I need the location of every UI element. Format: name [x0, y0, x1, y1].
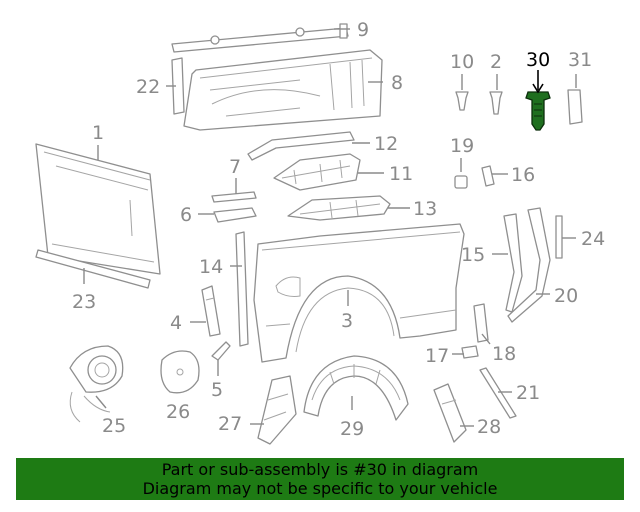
part-8-front-panel	[183, 49, 383, 131]
callout-10: 10	[450, 51, 474, 73]
part-18-bracket	[473, 303, 491, 345]
callout-12: 12	[374, 133, 398, 155]
callout-26: 26	[166, 401, 190, 423]
callout-18: 18	[492, 343, 516, 365]
part-13-wheelhouse-brace	[287, 195, 410, 221]
part-15-pillar	[492, 213, 523, 313]
callout-5: 5	[211, 379, 223, 401]
part-29-wheelhouse-liner	[303, 355, 409, 421]
callout-8: 8	[391, 72, 403, 94]
callout-3: 3	[341, 310, 353, 332]
callout-2: 2	[490, 51, 502, 73]
callout-16: 16	[511, 164, 535, 186]
part-19-plug	[454, 158, 468, 189]
callout-29: 29	[340, 418, 364, 440]
callout-27: 27	[218, 413, 242, 435]
part-3-box-side	[253, 223, 465, 363]
callout-9: 9	[357, 19, 369, 41]
callout-15: 15	[461, 244, 485, 266]
part-16-clip	[481, 165, 508, 187]
callout-20: 20	[554, 285, 578, 307]
callout-14: 14	[199, 256, 223, 278]
callout-1: 1	[92, 122, 104, 144]
part-6-bracket	[198, 207, 257, 223]
part-21-strip	[479, 367, 517, 419]
callout-23: 23	[72, 291, 96, 313]
callout-11: 11	[389, 163, 413, 185]
part-22-bracket	[166, 57, 185, 115]
part-26-fuel-door	[160, 350, 200, 394]
callout-19: 19	[450, 135, 474, 157]
callout-25: 25	[102, 415, 126, 437]
part-10-push-pin	[455, 74, 469, 111]
callout-4: 4	[170, 312, 182, 334]
part-5-clip	[211, 341, 231, 376]
part-31-retainer	[567, 74, 583, 125]
notice-line-1: Part or sub-assembly is #30 in diagram	[161, 460, 479, 479]
part-12-rail	[247, 131, 370, 161]
callout-28: 28	[477, 416, 501, 438]
part-14-pillar	[230, 231, 249, 347]
callout-31: 31	[568, 49, 592, 71]
part-20-pillar	[507, 207, 551, 323]
callout-21: 21	[516, 382, 540, 404]
callout-7: 7	[229, 156, 241, 178]
callout-24: 24	[581, 228, 605, 250]
part-17-clip	[452, 345, 479, 359]
part-30-retainer-highlighted	[525, 70, 551, 131]
notice-banner: Part or sub-assembly is #30 in diagram D…	[16, 458, 624, 500]
notice-line-2: Diagram may not be specific to your vehi…	[142, 479, 498, 498]
callout-30-highlighted: 30	[526, 49, 550, 71]
part-2-push-pin	[489, 74, 503, 115]
part-11-wheelhouse-brace	[273, 153, 384, 191]
part-1-bulkhead	[35, 143, 161, 275]
callout-6: 6	[180, 204, 192, 226]
part-25-fuel-housing	[69, 345, 124, 423]
callout-13: 13	[413, 198, 437, 220]
callout-22: 22	[136, 76, 160, 98]
part-27-extension	[250, 375, 297, 445]
parts-diagram: 1 2 3 4 5 6 7 8 9 10 11 12 13 14 15 16 1…	[35, 19, 605, 445]
part-7-strip	[211, 178, 257, 203]
callout-17: 17	[425, 345, 449, 367]
part-9-top-rail	[171, 23, 350, 53]
part-4-bracket	[190, 285, 221, 337]
part-24-strip	[555, 215, 576, 259]
part-23-sill	[35, 249, 151, 289]
part-28-extension	[433, 383, 474, 443]
